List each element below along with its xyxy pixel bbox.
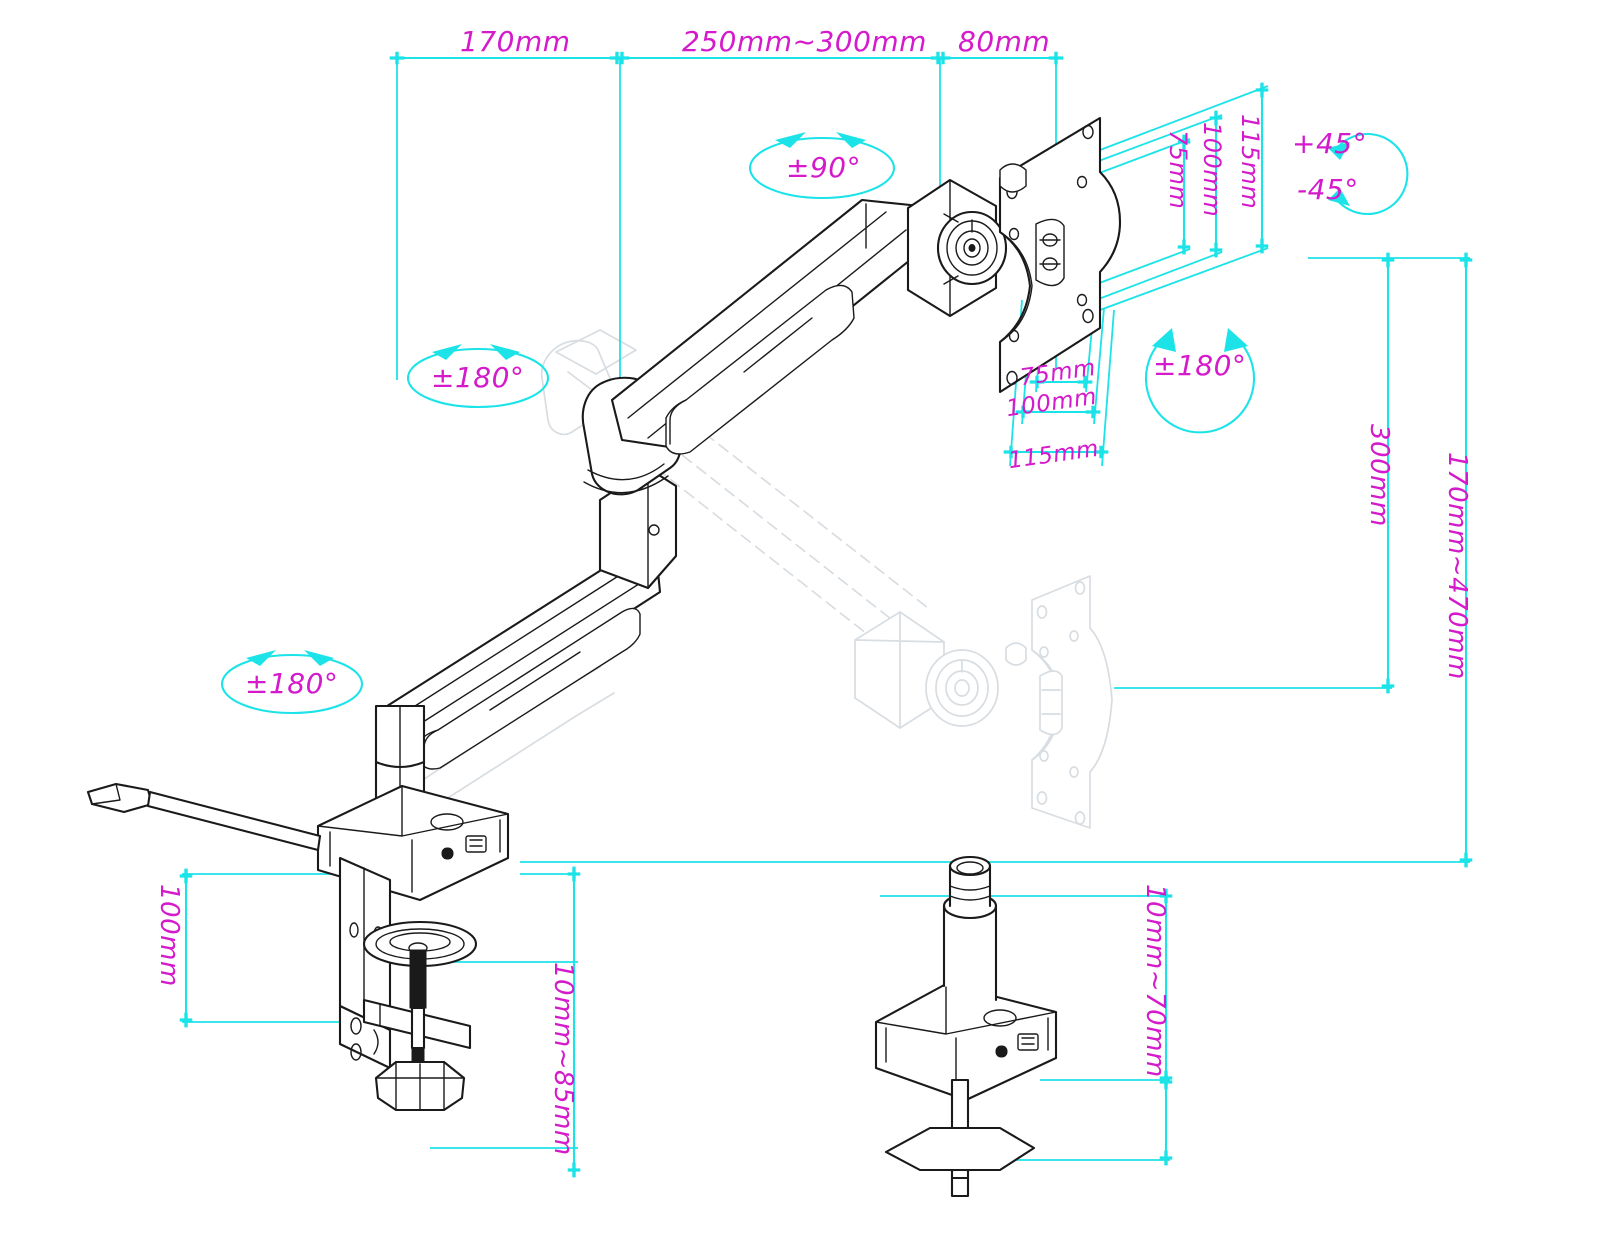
badge-label-screen-rotation: ±180° — [1153, 349, 1247, 382]
badge-label-tilt-up: +45° — [1292, 127, 1368, 160]
badge-screen-rotation-ring — [1144, 328, 1256, 434]
grommet-dimensions — [880, 888, 1173, 1166]
dim-label-head-offset: 80mm — [958, 25, 1051, 58]
top-dimension-chain — [389, 51, 1064, 390]
ghost-vesa-plate — [1005, 575, 1113, 829]
badge-base-rotation-ring — [220, 650, 364, 715]
dim-label-reach-base-to-elbow: 170mm — [460, 25, 571, 58]
badge-head-swivel-ring — [748, 132, 896, 200]
badge-elbow-rotation-ring — [406, 344, 550, 409]
dim-label-height-travel: 300mm — [1364, 424, 1394, 527]
dim-label-clamp-desk-thickness: 10mm~85mm — [548, 962, 578, 1156]
ghost-swivel-hub — [925, 649, 999, 727]
ghost-arm-lowered-position — [391, 329, 1113, 829]
badge-label-elbow-rotation: ±180° — [431, 361, 525, 394]
dim-label-clamp-depth: 100mm — [154, 884, 184, 987]
badge-tilt-arc — [1328, 133, 1409, 215]
head-swivel-hub — [906, 178, 1008, 318]
vesa-upper-projection — [1085, 82, 1269, 311]
badge-label-tilt-down: -45° — [1297, 173, 1359, 206]
badge-label-base-rotation: ±180° — [245, 667, 339, 700]
lower-arm-segment — [382, 551, 662, 770]
vesa-mounting-plate — [998, 116, 1122, 394]
dim-label-reach-elbow-to-head: 250mm~300mm — [682, 25, 927, 58]
grommet-mount-assembly — [874, 855, 1058, 1198]
dim-label-grommet-desk-thickness: 10mm~70mm — [1140, 884, 1170, 1078]
dim-label-vesa-v-75: 75mm — [1164, 130, 1192, 210]
dim-label-height-range: 170mm~470mm — [1442, 452, 1472, 680]
right-height-dimensions — [520, 252, 1473, 868]
usb-cable — [86, 782, 322, 852]
badge-label-head-swivel: ±90° — [786, 151, 862, 184]
desk-clamp-assembly — [338, 856, 478, 1112]
upper-arm-segment — [610, 198, 942, 455]
dim-label-vesa-v-100: 100mm — [1198, 122, 1226, 218]
dim-label-vesa-v-115: 115mm — [1236, 114, 1264, 210]
